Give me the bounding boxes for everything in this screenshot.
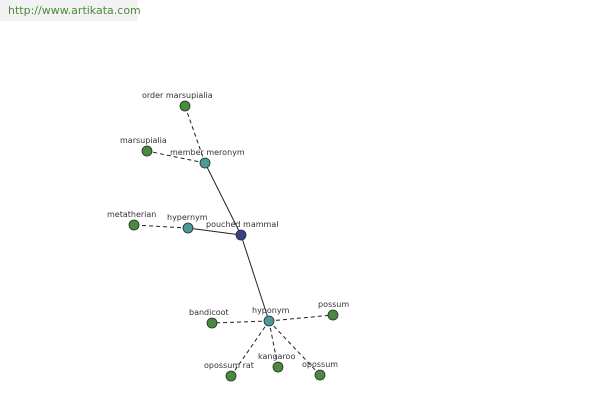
edge-hyponym-to-opossum bbox=[268, 320, 321, 376]
edge-hyponym-to-bandicoot bbox=[211, 320, 270, 324]
node-label-opossum[interactable]: opossum bbox=[302, 360, 338, 369]
node-kangaroo[interactable] bbox=[272, 361, 284, 373]
node-label-pouched-mammal[interactable]: pouched mammal bbox=[206, 220, 278, 229]
node-label-possum[interactable]: possum bbox=[318, 300, 349, 309]
edge-member-meronym-to-marsupialia bbox=[146, 150, 206, 164]
edge-pouched-mammal-to-member-meronym bbox=[204, 162, 242, 236]
node-bandicoot[interactable] bbox=[206, 317, 218, 329]
node-label-bandicoot[interactable]: bandicoot bbox=[189, 308, 229, 317]
node-label-member-meronym[interactable]: member meronym bbox=[170, 148, 245, 157]
node-label-kangaroo[interactable]: kangaroo bbox=[258, 352, 295, 361]
node-possum[interactable] bbox=[327, 309, 339, 321]
site-url-link[interactable]: http://www.artikata.com bbox=[8, 4, 141, 17]
node-order-marsupialia[interactable] bbox=[179, 100, 191, 112]
node-hypernym[interactable] bbox=[182, 222, 194, 234]
node-metatherian[interactable] bbox=[128, 219, 140, 231]
node-label-marsupialia[interactable]: marsupialia bbox=[120, 136, 167, 145]
node-marsupialia[interactable] bbox=[141, 145, 153, 157]
edge-member-meronym-to-order-marsupialia bbox=[184, 105, 206, 164]
edge-hypernym-to-metatherian bbox=[133, 224, 189, 229]
node-hyponym[interactable] bbox=[263, 315, 275, 327]
node-opossum-rat[interactable] bbox=[225, 370, 237, 382]
node-pouched-mammal[interactable] bbox=[235, 229, 247, 241]
node-opossum[interactable] bbox=[314, 369, 326, 381]
url-banner: http://www.artikata.com bbox=[0, 0, 141, 21]
node-label-opossum-rat[interactable]: opossum rat bbox=[204, 361, 254, 370]
graph-nodes bbox=[128, 100, 339, 382]
edge-hyponym-to-kangaroo bbox=[268, 320, 279, 368]
edge-pouched-mammal-to-hyponym bbox=[240, 234, 270, 322]
node-label-order-marsupialia[interactable]: order marsupialia bbox=[142, 91, 213, 100]
node-member-meronym[interactable] bbox=[199, 157, 211, 169]
graph-edges bbox=[133, 105, 334, 377]
edge-hyponym-to-possum bbox=[268, 314, 334, 322]
graph-labels: pouched mammal member meronym hypernym hypo… bbox=[107, 91, 349, 370]
node-label-metatherian[interactable]: metatherian bbox=[107, 210, 156, 219]
node-label-hyponym[interactable]: hyponym bbox=[252, 306, 290, 315]
node-label-hypernym[interactable]: hypernym bbox=[167, 213, 208, 222]
edge-pouched-mammal-to-hypernym bbox=[187, 227, 242, 236]
